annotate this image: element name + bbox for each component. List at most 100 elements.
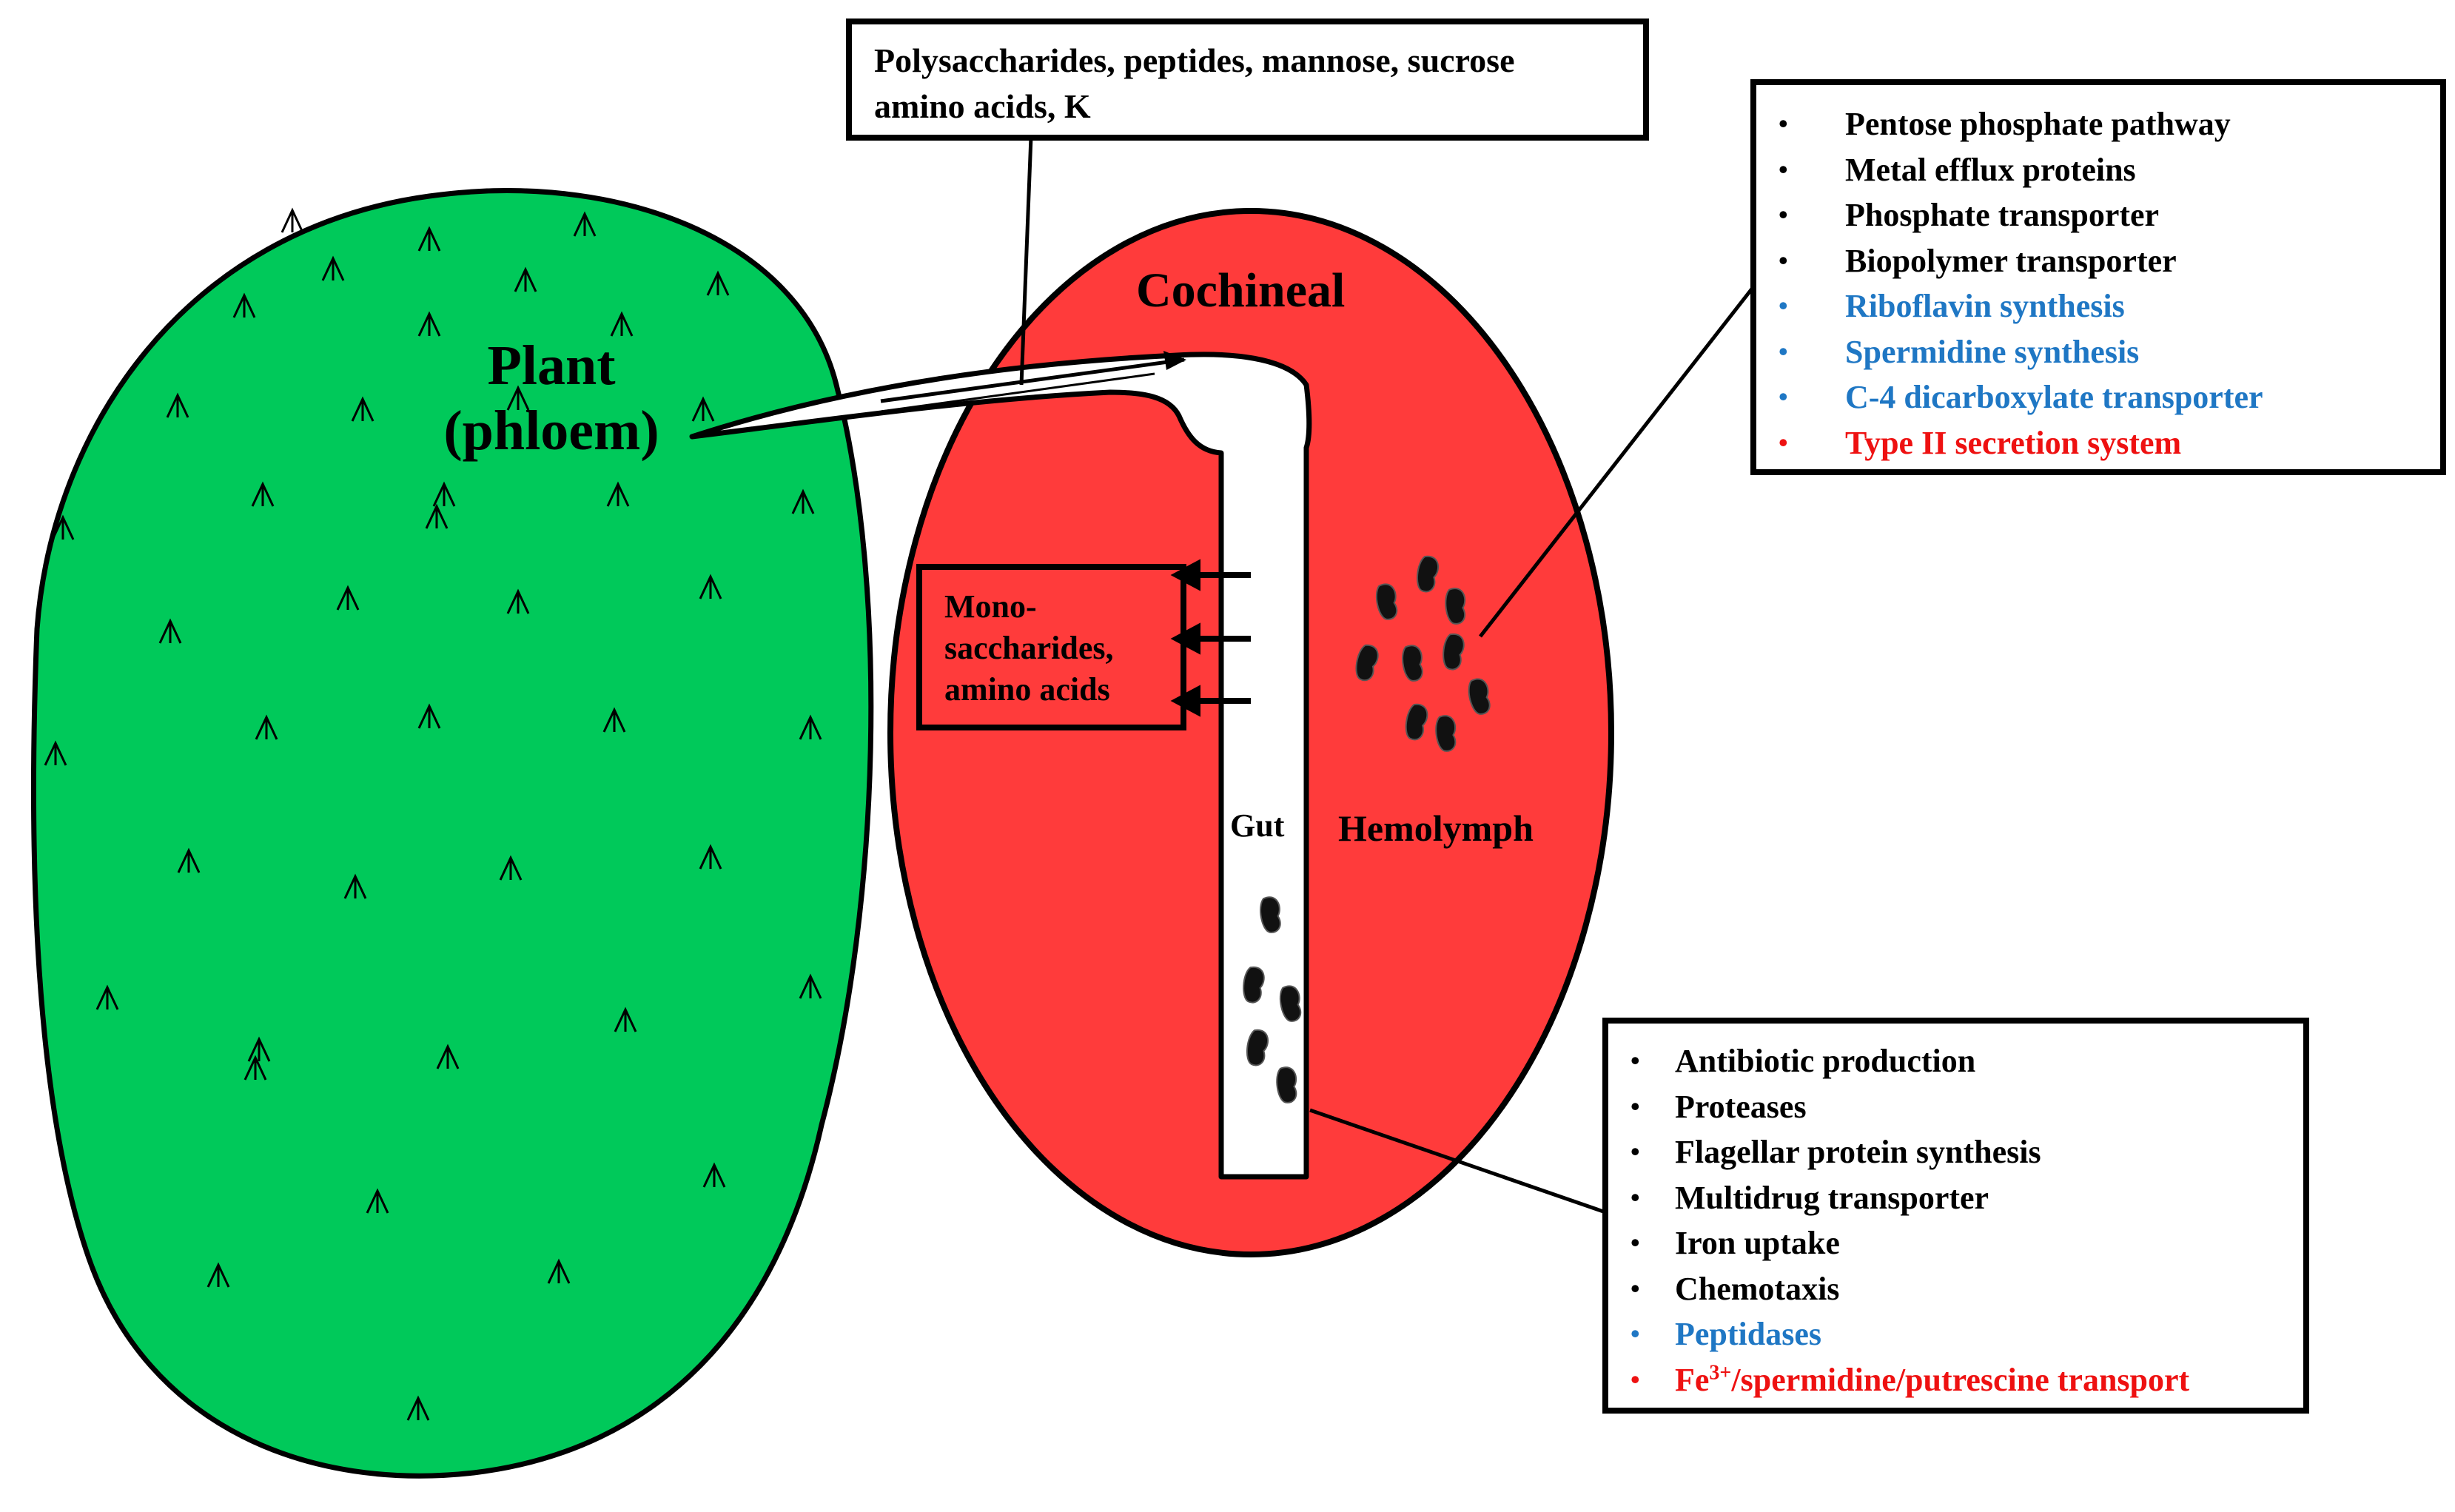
cactus-spine-icon (232, 292, 256, 318)
function-label: Flagellar protein synthesis (1675, 1134, 2041, 1170)
connector-compounds-to-stylet (1019, 136, 1033, 386)
gut-function-item: •Antibiotic production (1608, 1038, 2303, 1084)
bullet-icon: • (1779, 336, 1788, 366)
hemolymph-function-item: •Phosphate transporter (1756, 192, 2440, 238)
bullet-icon: • (1630, 1182, 1640, 1212)
gut-bacteria-cluster (1243, 896, 1302, 1103)
hemolymph-label: Hemolymph (1338, 807, 1534, 849)
cactus-spine-icon (702, 1162, 726, 1188)
bacterium-icon (1260, 896, 1281, 933)
cactus-spine-icon (506, 588, 530, 614)
gut-label: Gut (1230, 807, 1285, 844)
absorbed-nutrients-box: Mono- saccharides, amino acids (916, 564, 1186, 730)
bullet-icon: • (1779, 109, 1788, 138)
cactus-spine-icon (547, 1258, 571, 1284)
cactus-spine-icon (44, 740, 67, 766)
bullet-icon: • (1779, 427, 1788, 457)
cochineal-title: Cochineal (1136, 263, 1346, 317)
gut-function-item: • Multidrug transporter (1608, 1175, 2303, 1221)
bacterium-icon (1468, 678, 1491, 715)
cactus-spine-icon (177, 847, 201, 873)
cactus-spine-icon (417, 226, 441, 252)
cactus-spine-icon (51, 514, 75, 540)
cactus-spine-icon (206, 1262, 230, 1288)
function-label: Fe3+/spermidine/putrescine transport (1675, 1357, 2189, 1403)
bacterium-icon (1279, 985, 1302, 1022)
hemolymph-function-item: • Type II secretion system (1756, 420, 2440, 466)
stylet-inner-line (880, 372, 1155, 413)
gut-function-item: •Chemotaxis (1608, 1266, 2303, 1312)
cactus-spine-icon (791, 488, 815, 514)
plant-label: Plant (phloem) (403, 333, 699, 463)
plant-label-line1: Plant (487, 335, 616, 397)
cactus-spines-group (44, 207, 822, 1421)
function-label: Iron uptake (1675, 1225, 1840, 1261)
hemolymph-function-item: •Biopolymer transporter (1756, 238, 2440, 284)
absorbed-line1: Mono- (944, 588, 1037, 625)
plant-compounds-line2: amino acids, K (874, 87, 1091, 125)
cactus-spine-icon (706, 270, 730, 296)
cactus-spine-icon (166, 392, 189, 418)
stylet-flow-line (880, 357, 1185, 403)
bacterium-icon (1402, 645, 1423, 682)
function-label: Peptidases (1675, 1316, 1821, 1352)
cactus-spine-icon (343, 873, 367, 899)
bacterium-icon (1405, 703, 1428, 741)
gut-function-item: • Fe3+/spermidine/putrescine transport (1608, 1357, 2303, 1403)
cactus-spine-icon (499, 855, 523, 881)
gut-function-item: • Peptidases (1608, 1311, 2303, 1357)
transport-text: /spermidine/putrescine transport (1731, 1361, 2190, 1398)
hemolymph-function-item: • Spermidine synthesis (1756, 329, 2440, 375)
bacterium-icon (1417, 556, 1440, 593)
plant-compounds-line1: Polysaccharides, peptides, mannose, sucr… (874, 41, 1515, 79)
cactus-spine-icon (606, 481, 630, 507)
cactus-spine-icon (158, 618, 182, 644)
bacterium-icon (1355, 644, 1379, 682)
function-label: Spermidine synthesis (1845, 333, 2140, 370)
gut-functions-box: •Antibiotic production•Proteases•Flagell… (1602, 1018, 2309, 1414)
cactus-spine-icon (247, 1036, 271, 1062)
hemolymph-function-item: • Riboflavin synthesis (1756, 283, 2440, 329)
cactus-spine-icon (417, 311, 441, 337)
bullet-icon: • (1630, 1319, 1640, 1348)
cactus-spine-icon (506, 385, 530, 411)
bacterium-icon (1276, 1066, 1297, 1103)
bullet-icon: • (1630, 1091, 1640, 1121)
bacterium-icon (1375, 583, 1398, 620)
cactus-spine-icon (691, 396, 715, 422)
connector-gut-bacteria-to-box (1309, 1108, 1611, 1216)
bacterium-icon (1246, 1029, 1269, 1066)
function-label: Type II secretion system (1845, 424, 2182, 461)
cactus-spine-icon (255, 714, 278, 740)
cactus-spine-icon (321, 255, 345, 281)
function-label: Phosphate transporter (1845, 197, 2160, 233)
absorption-arrows (1170, 559, 1251, 717)
function-label: Riboflavin synthesis (1845, 288, 2125, 324)
function-label: Antibiotic production (1675, 1043, 1976, 1079)
function-label: Metal efflux proteins (1845, 151, 2136, 188)
cochineal-stylet-gut (689, 352, 1312, 1180)
function-label: C-4 dicarboxylate transporter (1845, 379, 2263, 415)
bacterium-icon (1443, 633, 1465, 671)
cactus-spine-icon (699, 844, 722, 870)
cactus-spine-icon (610, 311, 634, 337)
cactus-spine-icon (602, 707, 626, 733)
hemolymph-function-item: •Metal efflux proteins (1756, 147, 2440, 193)
function-label: Multidrug transporter (1675, 1179, 1989, 1216)
stylet-flow-arrowhead (1163, 351, 1186, 370)
hemolymph-functions-box: •Pentose phosphate pathway•Metal efflux … (1750, 79, 2446, 475)
bacterium-icon (1435, 715, 1457, 752)
hemolymph-functions-list: •Pentose phosphate pathway•Metal efflux … (1756, 101, 2440, 466)
cactus-spine-icon (406, 1395, 430, 1421)
function-label: Chemotaxis (1675, 1270, 1840, 1307)
function-label: Proteases (1675, 1088, 1807, 1125)
function-label: Pentose phosphate pathway (1845, 106, 2231, 142)
cactus-spine-icon (614, 1007, 637, 1032)
cactus-spine-icon (699, 574, 722, 599)
bullet-icon: • (1630, 1364, 1640, 1394)
cactus-spine-icon (244, 1055, 267, 1081)
bullet-icon: • (1779, 291, 1788, 320)
hemolymph-function-item: • Pentose phosphate pathway (1756, 101, 2440, 147)
plant-compounds-box: Polysaccharides, peptides, mannose, sucr… (846, 19, 1649, 141)
